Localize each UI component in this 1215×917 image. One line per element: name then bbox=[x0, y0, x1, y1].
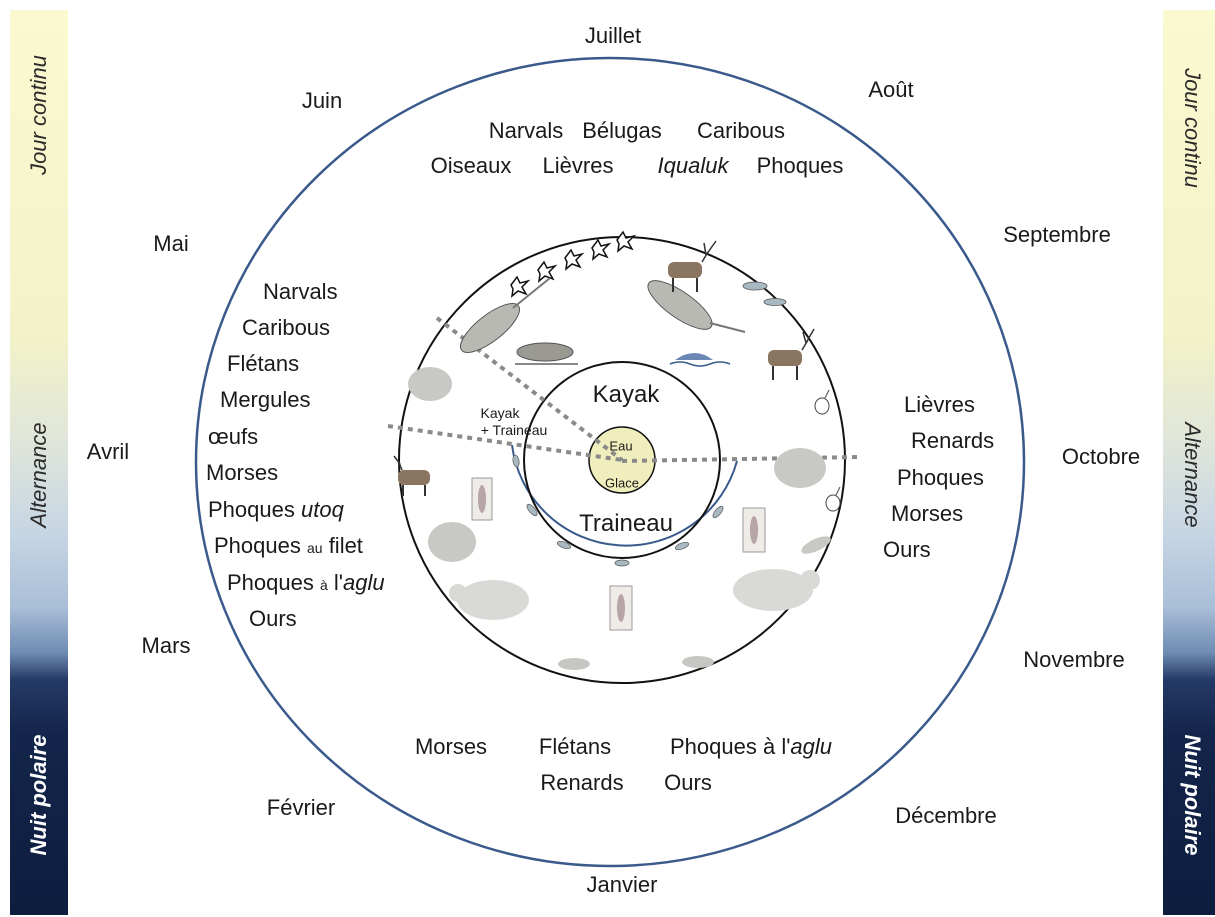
month-fevrier: Février bbox=[266, 795, 336, 820]
month-octobre: Octobre bbox=[1061, 444, 1141, 469]
summer-lievres: Lièvres bbox=[542, 153, 614, 178]
fox-icon-right bbox=[682, 656, 714, 668]
summer-caribous: Caribous bbox=[696, 118, 786, 143]
hare-icon-top bbox=[814, 389, 830, 415]
month-avril: Avril bbox=[86, 439, 130, 464]
seal-icon-right bbox=[801, 536, 831, 554]
spring-fletans: Flétans bbox=[227, 351, 300, 376]
month-juin: Juin bbox=[301, 88, 343, 113]
autumn-phoques: Phoques bbox=[897, 465, 984, 490]
autumn-morses: Morses bbox=[891, 501, 964, 526]
eau-label: Eau bbox=[609, 438, 633, 454]
caribou-icon-top bbox=[668, 240, 717, 292]
kayak-traineau-label-line2: + Traineau bbox=[480, 422, 548, 438]
month-mars: Mars bbox=[141, 633, 191, 658]
summer-iqualuk: Iqualuk bbox=[657, 153, 729, 178]
month-juillet: Juillet bbox=[584, 23, 642, 48]
spring-phoques-aglu: Phoques à l'aglu bbox=[227, 570, 385, 595]
spring-morses: Morses bbox=[206, 460, 279, 485]
polar-bear-icon-right bbox=[733, 569, 820, 611]
outer-month-ring bbox=[194, 56, 1026, 868]
month-novembre: Novembre bbox=[1023, 647, 1125, 672]
month-decembre: Décembre bbox=[895, 803, 997, 828]
walrus-icon-right bbox=[774, 448, 826, 488]
traineau-season-arc bbox=[511, 444, 738, 547]
transport-ring bbox=[523, 361, 721, 559]
fox-icon-left bbox=[558, 658, 590, 670]
month-janvier: Janvier bbox=[586, 872, 658, 897]
caribou-icon-right bbox=[768, 328, 815, 380]
winter-phoques-aglu: Phoques à l'aglu bbox=[669, 734, 833, 759]
walrus-icon-left bbox=[428, 522, 476, 562]
narwhal-icon-right bbox=[647, 280, 746, 333]
polar-daylight-bar-right: Jour continu Alternance Nuit polaire bbox=[1163, 10, 1215, 915]
month-septembre: Septembre bbox=[1003, 222, 1111, 247]
winter-renards: Renards bbox=[540, 770, 624, 795]
spring-caribous: Caribous bbox=[242, 315, 331, 340]
month-aout: Août bbox=[868, 77, 914, 102]
spring-phoques-utoq: Phoques utoq bbox=[208, 497, 344, 522]
hare-icon-bottom bbox=[825, 486, 841, 512]
month-mai: Mai bbox=[153, 231, 189, 256]
summer-oiseaux: Oiseaux bbox=[430, 153, 512, 178]
polar-daylight-bar-left: Jour continu Alternance Nuit polaire bbox=[10, 10, 68, 915]
kayak-traineau-label-line1: Kayak bbox=[480, 405, 520, 421]
winter-morses: Morses bbox=[414, 734, 488, 759]
spring-oeufs: œufs bbox=[208, 424, 259, 449]
kayak-label: Kayak bbox=[592, 381, 660, 408]
autumn-lievres: Lièvres bbox=[904, 392, 975, 417]
summer-belugas: Bélugas bbox=[582, 118, 662, 143]
winter-fletans: Flétans bbox=[538, 734, 612, 759]
fish-icon-top bbox=[742, 281, 787, 306]
traineau-label: Traineau bbox=[579, 510, 673, 537]
autumn-ours: Ours bbox=[883, 537, 931, 562]
glace-label: Glace bbox=[605, 475, 639, 491]
birds-icon bbox=[510, 230, 637, 298]
summer-narvals: Narvals bbox=[488, 118, 564, 143]
walrus-icon-topleft bbox=[408, 367, 452, 401]
beluga-on-ice-icon bbox=[515, 342, 578, 365]
autumn-dotted-line bbox=[621, 455, 861, 463]
spring-narvals: Narvals bbox=[263, 279, 338, 304]
autumn-renards: Renards bbox=[911, 428, 995, 453]
spring-phoques-au-filet: Phoques au filet bbox=[214, 533, 363, 558]
spring-ours: Ours bbox=[249, 606, 297, 631]
spring-mergules: Mergules bbox=[220, 387, 311, 412]
summer-phoques: Phoques bbox=[756, 153, 844, 178]
whale-in-water-icon bbox=[669, 353, 731, 367]
polar-bear-icon-left bbox=[449, 580, 529, 620]
seal-hole-marks bbox=[478, 485, 758, 622]
fish-icons-arc bbox=[512, 454, 724, 567]
kayak-dotted-line bbox=[435, 316, 624, 462]
caribou-icon-left bbox=[393, 455, 430, 496]
winter-ours: Ours bbox=[664, 770, 712, 795]
narwhal-icon-left bbox=[460, 277, 551, 353]
